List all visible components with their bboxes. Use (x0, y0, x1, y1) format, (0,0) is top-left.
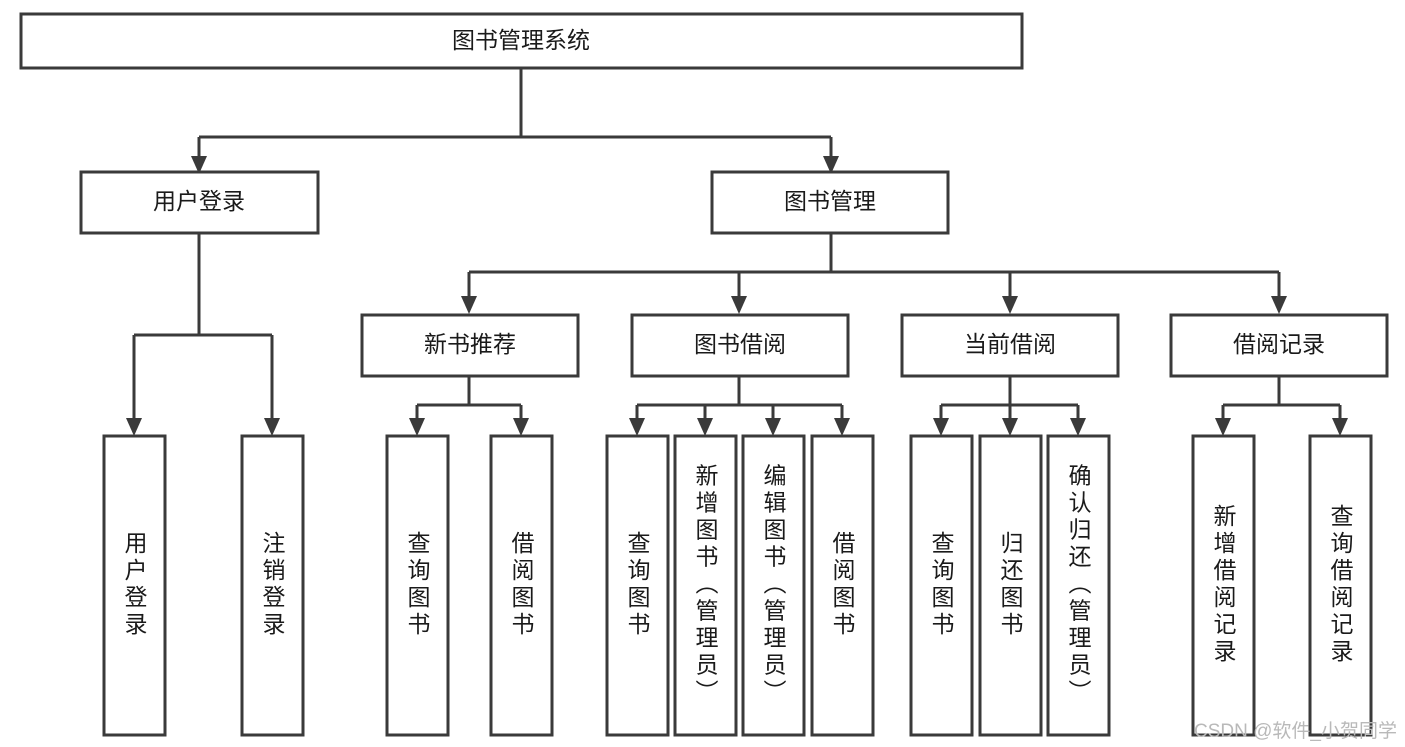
leaf-borrow-record-1[interactable]: 查询借阅记录 (1308, 434, 1373, 737)
leaf-current-borrow-1[interactable]: 归还图书 (978, 434, 1043, 737)
node-new-book-recommend-label: 新书推荐 (424, 331, 516, 357)
leaf-borrow-record-0-label: 新增借阅记录 (1210, 504, 1237, 666)
leaf-current-borrow-2[interactable]: 确认归还（管理员） (1046, 434, 1111, 737)
leaf-new-book-1[interactable]: 借阅图书 (489, 434, 554, 737)
leaf-new-book-1-label: 借阅图书 (508, 531, 535, 639)
leaf-user-login-1-label: 注销登录 (259, 531, 286, 639)
node-root-label: 图书管理系统 (452, 27, 590, 53)
connector-user-login-to-leaves (126, 233, 280, 436)
leaf-book-borrow-3-label: 借阅图书 (829, 531, 856, 639)
node-root-system[interactable]: 图书管理系统 (19, 12, 1024, 70)
leaf-current-borrow-2-label: 确认归还（管理员） (1065, 464, 1092, 707)
node-borrow-record[interactable]: 借阅记录 (1169, 313, 1389, 378)
node-current-borrow[interactable]: 当前借阅 (900, 313, 1120, 378)
node-borrow-record-label: 借阅记录 (1233, 331, 1325, 357)
leaf-new-book-0-label: 查询图书 (404, 531, 431, 639)
leaf-borrow-record-1-label: 查询借阅记录 (1327, 504, 1354, 666)
node-book-borrow-label: 图书借阅 (694, 331, 786, 357)
node-book-borrow[interactable]: 图书借阅 (630, 313, 850, 378)
leaf-current-borrow-0-label: 查询图书 (928, 531, 955, 639)
leaf-current-borrow-0[interactable]: 查询图书 (909, 434, 974, 737)
leaf-book-borrow-0[interactable]: 查询图书 (605, 434, 670, 737)
connector-book-manage-to-level3 (461, 233, 1287, 314)
connector-book-borrow-to-leaves (629, 377, 850, 436)
connector-borrow-record-to-leaves (1215, 377, 1348, 436)
connector-root-to-level2 (191, 68, 839, 174)
leaf-book-borrow-0-label: 查询图书 (624, 531, 651, 639)
leaf-book-borrow-2[interactable]: 编辑图书（管理员） (741, 434, 806, 737)
connector-current-borrow-to-leaves (933, 377, 1086, 436)
arrow-to-user-login (191, 156, 207, 174)
node-user-login-label: 用户登录 (153, 188, 245, 214)
csdn-watermark: CSDN @软件_小贺同学 (1194, 721, 1397, 742)
leaf-book-borrow-2-label: 编辑图书（管理员） (760, 464, 787, 707)
leaf-user-login-0[interactable]: 用户登录 (102, 434, 167, 737)
arrow-to-book-manage (823, 156, 839, 174)
node-current-borrow-label: 当前借阅 (964, 331, 1056, 357)
leaf-book-borrow-1[interactable]: 新增图书（管理员） (673, 434, 738, 737)
leaf-borrow-record-0[interactable]: 新增借阅记录 (1191, 434, 1256, 737)
leaf-book-borrow-3[interactable]: 借阅图书 (810, 434, 875, 737)
leaf-book-borrow-1-label: 新增图书（管理员） (692, 464, 719, 707)
leaf-user-login-1[interactable]: 注销登录 (240, 434, 305, 737)
leaf-new-book-0[interactable]: 查询图书 (385, 434, 450, 737)
leaf-current-borrow-1-label: 归还图书 (997, 531, 1024, 639)
leaf-user-login-0-label: 用户登录 (121, 531, 148, 639)
connector-new-book-to-leaves (409, 377, 529, 436)
node-new-book-recommend[interactable]: 新书推荐 (360, 313, 580, 378)
node-user-login[interactable]: 用户登录 (79, 170, 320, 235)
node-book-manage-label: 图书管理 (784, 188, 876, 214)
node-book-manage[interactable]: 图书管理 (710, 170, 950, 235)
